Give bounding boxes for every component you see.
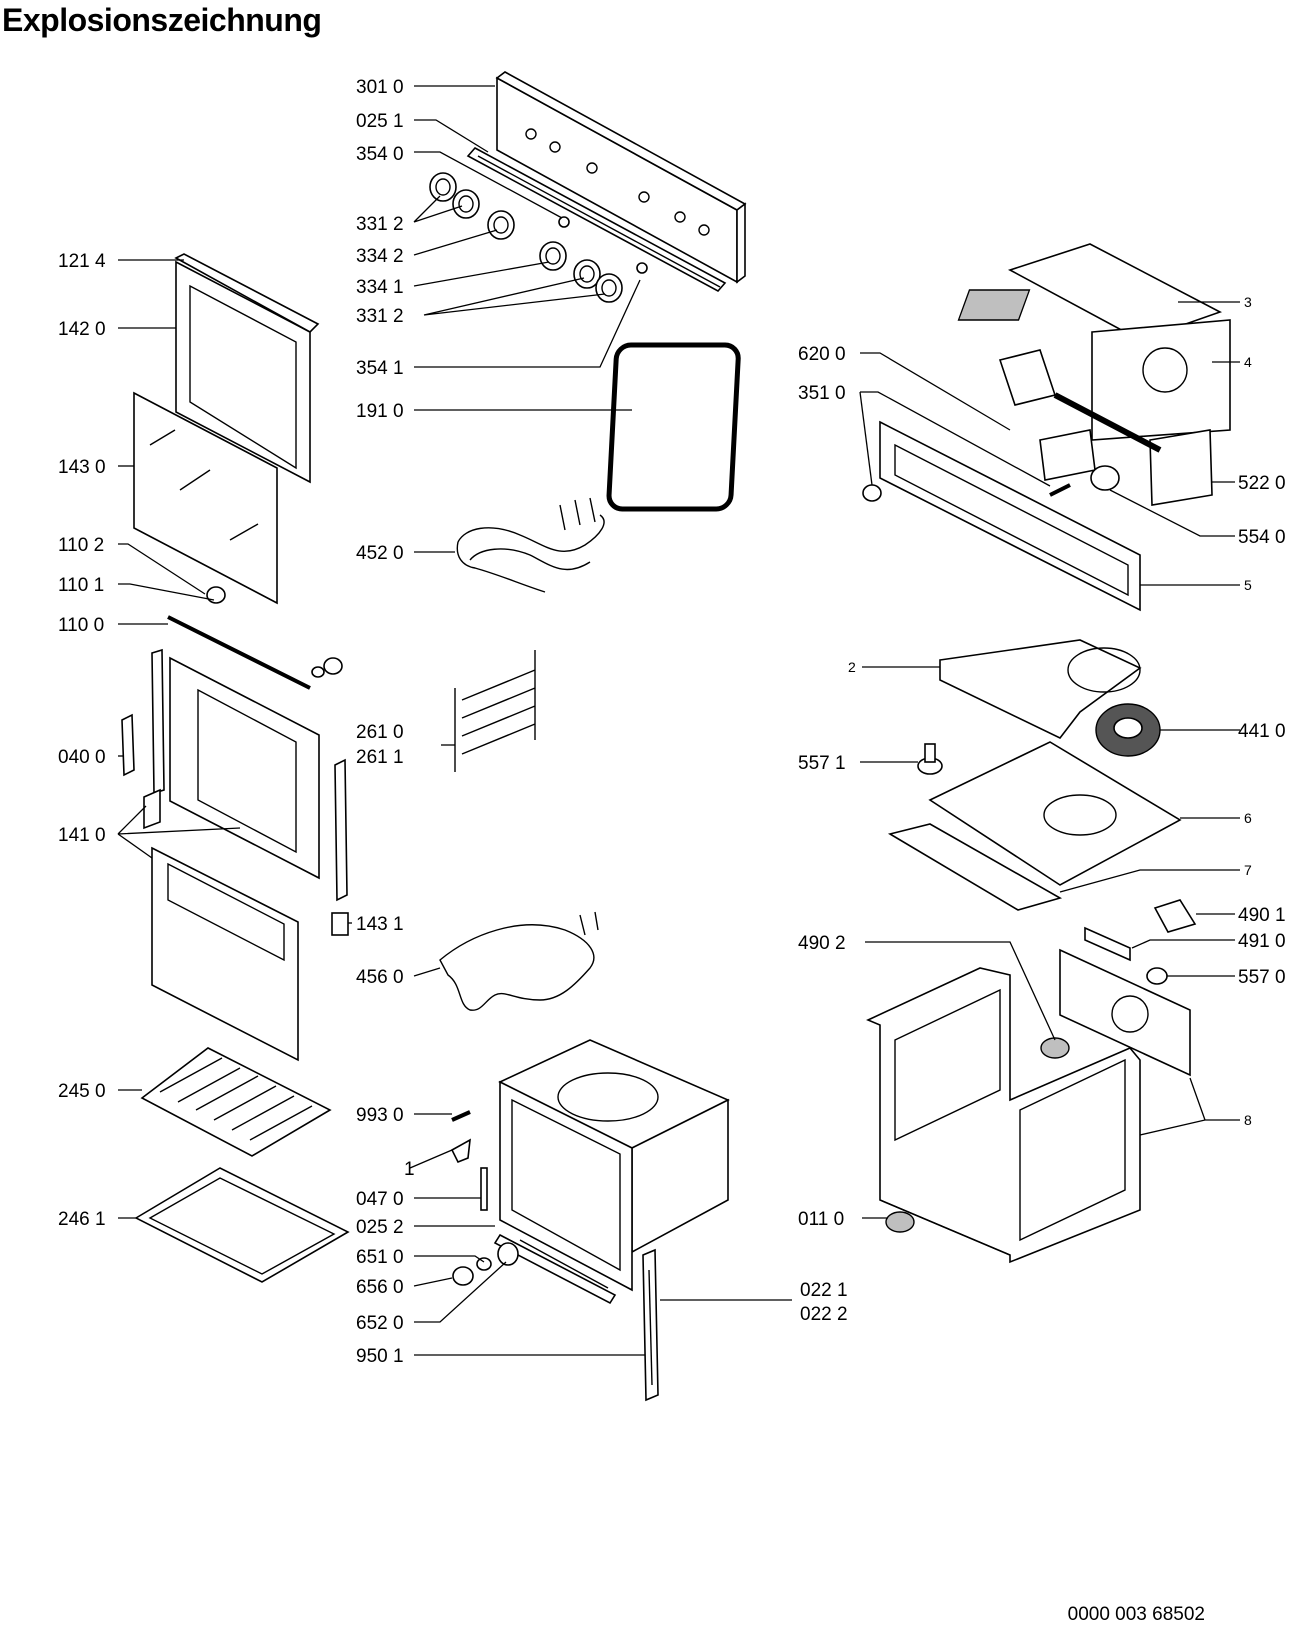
callout-label: 354 0	[356, 144, 404, 165]
callout-label: 110 0	[58, 615, 104, 636]
callout-label: 110 1	[58, 575, 104, 596]
callout-label: 334 1	[356, 277, 404, 298]
shelf-support-part	[454, 650, 536, 772]
callout-label: 490 1	[1238, 905, 1286, 926]
callout-label: 246 1	[58, 1209, 106, 1230]
panel-rail-part	[466, 146, 727, 293]
thermostat-part	[917, 743, 943, 775]
callout-label: 993 0	[356, 1105, 404, 1126]
callout-label: 261 1	[356, 747, 404, 768]
door-glass-part	[133, 391, 278, 605]
callout-label: 950 1	[356, 1346, 404, 1367]
callout-label: 141 0	[58, 825, 106, 846]
callout-label: 301 0	[356, 77, 404, 98]
door-seal-part	[606, 342, 741, 512]
callout-label: 490 2	[798, 933, 846, 954]
air-duct-part	[939, 639, 1161, 757]
side-rail-part	[642, 1248, 659, 1402]
callout-label: 331 2	[356, 306, 404, 327]
callout-label: 142 0	[58, 319, 106, 340]
terminal-block-part	[1059, 899, 1197, 1077]
outer-door-part	[169, 656, 320, 880]
wire-shelf-part	[140, 1047, 332, 1157]
callout-label: 022 1	[800, 1280, 848, 1301]
callout-label: 2	[848, 659, 856, 675]
control-knobs-part	[429, 172, 648, 303]
callout-label: 456 0	[356, 967, 404, 988]
cooling-fan-housing-part	[957, 243, 1231, 441]
page-title: Explosionszeichnung	[2, 2, 322, 38]
callout-label: 3	[1244, 294, 1252, 310]
callout-label: 620 0	[798, 344, 846, 365]
top-heater-part	[456, 497, 605, 593]
callout-label: 143 0	[58, 457, 106, 478]
callout-label: 334 2	[356, 246, 404, 267]
door-hinge-part	[121, 648, 349, 936]
callout-label: 1	[404, 1159, 415, 1180]
door-hinge-pin-part	[167, 586, 343, 690]
callout-label: 8	[1244, 1112, 1252, 1128]
callout-label: 5	[1244, 577, 1252, 593]
callout-label: 121 4	[58, 251, 106, 272]
door-inner-frame-part	[174, 253, 320, 484]
oven-cavity-part	[498, 1039, 730, 1292]
callout-label: 652 0	[356, 1313, 404, 1334]
control-module-part	[998, 349, 1213, 506]
callout-label: 522 0	[1238, 473, 1286, 494]
callout-label: 354 1	[356, 358, 404, 379]
callout-label: 651 0	[356, 1247, 404, 1268]
document-number: 0000 003 68502	[1067, 1604, 1205, 1625]
front-frame-part	[862, 420, 1141, 612]
callout-label: 011 0	[798, 1209, 844, 1230]
callout-label: 7	[1244, 862, 1252, 878]
oven-housing-part	[866, 967, 1141, 1264]
callout-label: 047 0	[356, 1189, 404, 1210]
callout-label: 557 0	[1238, 967, 1286, 988]
callout-label: 110 2	[58, 535, 104, 556]
callout-label: 331 2	[356, 214, 404, 235]
callout-label: 656 0	[356, 1277, 404, 1298]
leader-lines	[117, 85, 1240, 1356]
baking-tray-part	[134, 1167, 350, 1283]
bottom-heater-part	[439, 911, 599, 1011]
callout-labels: 301 0 025 1 354 0 331 2 334 2 334 1 331 …	[58, 77, 1286, 1367]
callout-label: 022 2	[800, 1304, 848, 1325]
door-back-panel-part	[151, 846, 299, 1062]
callout-label: 452 0	[356, 543, 404, 564]
callout-label: 245 0	[58, 1081, 106, 1102]
callout-label: 4	[1244, 354, 1252, 370]
cavity-trim-part	[493, 1233, 617, 1305]
callout-label: 491 0	[1238, 931, 1286, 952]
callout-label: 351 0	[798, 383, 846, 404]
callout-label: 261 0	[356, 722, 404, 743]
callout-label: 6	[1244, 810, 1252, 826]
control-panel-part	[495, 71, 747, 284]
callout-label: 040 0	[58, 747, 106, 768]
callout-label: 025 1	[356, 111, 404, 132]
callout-label: 557 1	[798, 753, 846, 774]
callout-label: 143 1	[356, 914, 404, 935]
callout-label: 025 2	[356, 1217, 404, 1238]
insulation-cover-part	[887, 741, 1182, 911]
small-fittings-part	[450, 1110, 519, 1286]
callout-label: 441 0	[1238, 721, 1286, 742]
callout-label: 554 0	[1238, 527, 1286, 548]
callout-label: 191 0	[356, 401, 404, 422]
